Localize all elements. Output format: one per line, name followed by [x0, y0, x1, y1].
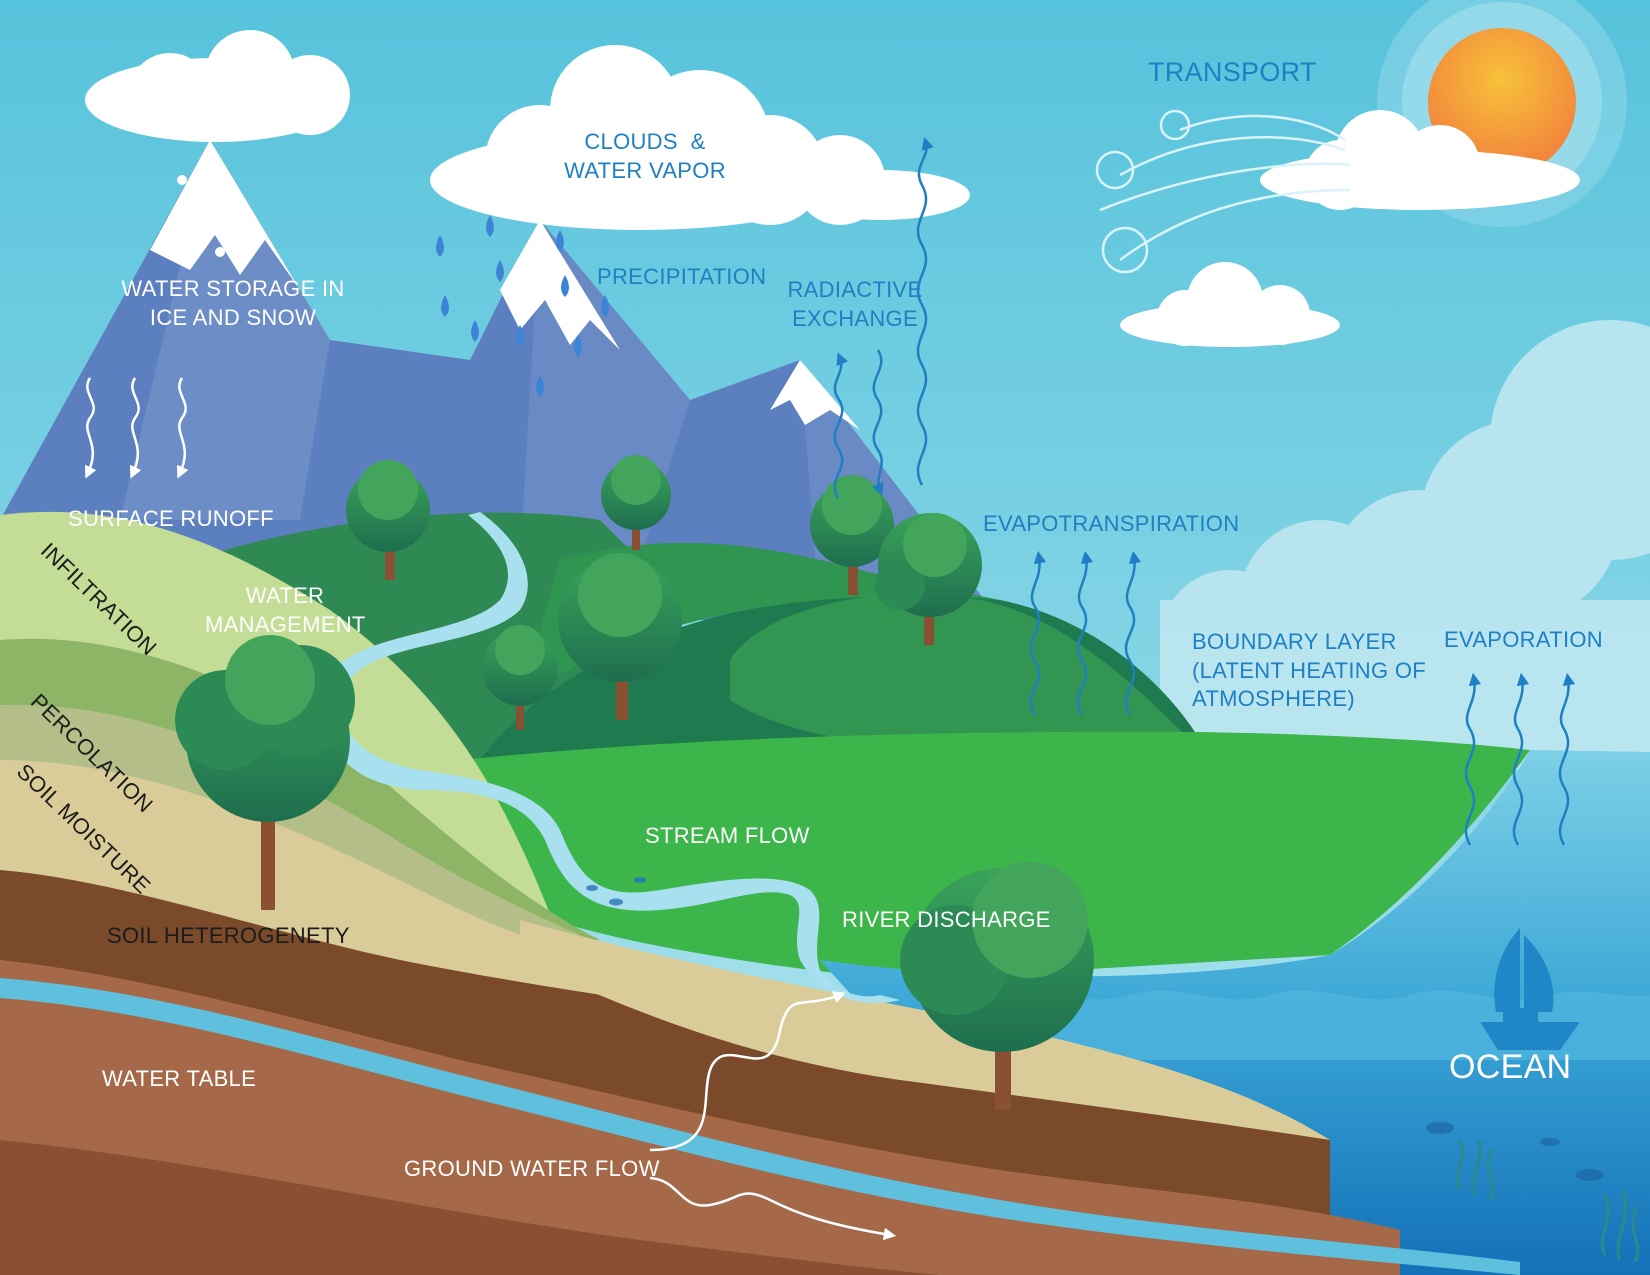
- snowflake-dots: [177, 175, 252, 257]
- fish-icons: [586, 877, 1604, 1181]
- sailboat-icon: [1480, 928, 1580, 1050]
- label-water-storage: WATER STORAGE IN ICE AND SNOW: [121, 276, 345, 330]
- tree-icon: [482, 625, 558, 730]
- label-clouds-water-vapor: CLOUDS & WATER VAPOR: [564, 129, 726, 183]
- ocean-waves: [980, 990, 1650, 1060]
- label-transport: TRANSPORT: [1148, 57, 1317, 87]
- water-table-stream: [0, 978, 1520, 1275]
- evapotranspiration-arrows: [1029, 550, 1142, 716]
- tree-icon: [810, 475, 894, 595]
- label-ground-water-flow: GROUND WATER FLOW: [404, 1156, 660, 1181]
- label-evapotranspiration: EVAPOTRANSPIRATION: [983, 511, 1240, 536]
- tree-icon: [346, 460, 430, 580]
- label-water-table: WATER TABLE: [102, 1066, 257, 1091]
- label-soil-heterogeneity: SOIL HETEROGENETY: [107, 923, 350, 948]
- tree-icon: [875, 513, 982, 645]
- label-surface-runoff: SURFACE RUNOFF: [68, 506, 274, 531]
- raindrop-icons: [436, 215, 609, 397]
- seaweed-icons: [1455, 1139, 1640, 1263]
- label-ocean: OCEAN: [1449, 1048, 1572, 1086]
- tree-icon: [601, 455, 671, 550]
- label-radiative-exchange: RADIACTIVE EXCHANGE: [787, 277, 923, 331]
- radiative-arrows: [833, 136, 934, 499]
- label-river-discharge: RIVER DISCHARGE: [842, 907, 1051, 932]
- tree-icon: [558, 553, 682, 720]
- tree-icon: [900, 862, 1094, 1110]
- label-evaporation: EVAPORATION: [1444, 627, 1603, 652]
- tree-icon: [175, 635, 355, 910]
- wind-swirls: [1095, 109, 1351, 274]
- label-water-management: WATER MANAGEMENT: [205, 583, 366, 637]
- river: [324, 512, 901, 1004]
- cloud-center: [430, 45, 970, 230]
- runoff-arrows: [84, 377, 189, 479]
- green-plain: [380, 731, 1530, 980]
- cloud-top-left: [85, 30, 350, 142]
- ground-water-arrows: [649, 991, 897, 1241]
- label-precipitation: PRECIPITATION: [597, 264, 767, 289]
- evaporation-arrows: [1464, 672, 1576, 846]
- cloud-small: [1120, 262, 1340, 347]
- label-boundary-layer: BOUNDARY LAYER (LATENT HEATING OF ATMOSP…: [1192, 629, 1426, 712]
- label-stream-flow: STREAM FLOW: [645, 823, 810, 848]
